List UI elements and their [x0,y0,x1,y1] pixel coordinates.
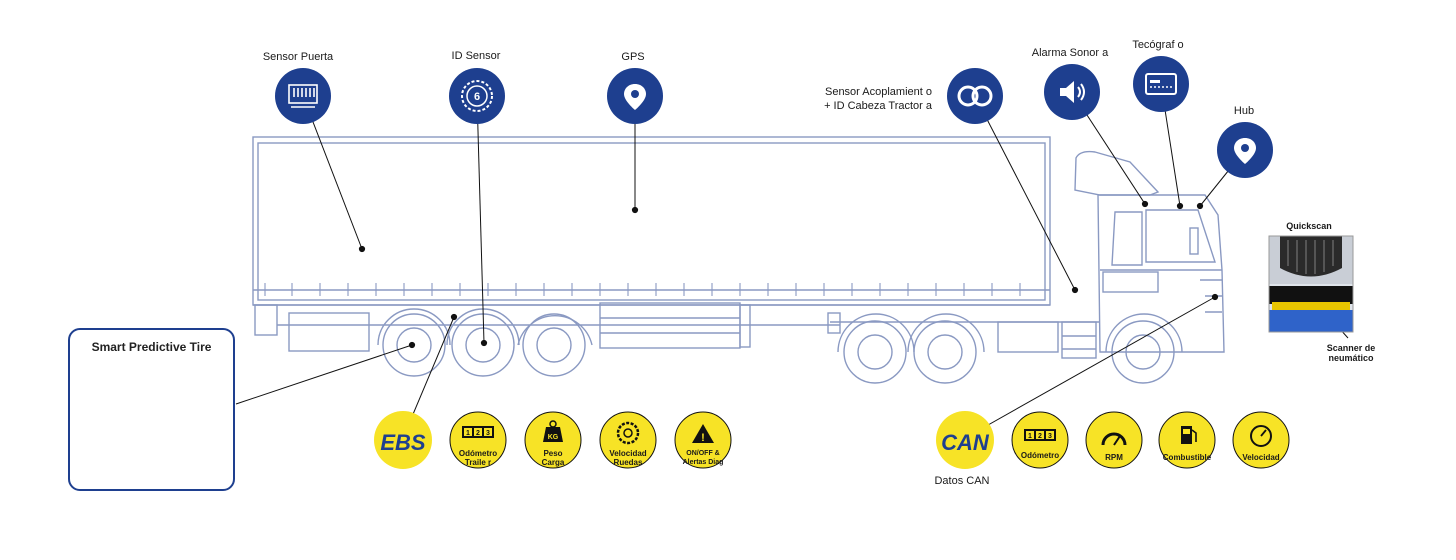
tachograph-icon [1133,56,1189,112]
ebs-wheel-speed-line1: Velocidad [609,449,647,458]
tire-scanner-photo-icon [1268,235,1354,333]
odometer-digit: 1 [466,430,470,437]
can-rpm-label: RPM [1105,453,1123,462]
ebs-badge: EBS [374,411,432,469]
door-sensor-icon [275,68,331,124]
alarma-label: Alarma Sonor a [1031,47,1109,59]
can-fuel-label: Combustible [1162,453,1212,462]
can-badge: CAN [936,411,994,469]
can-speed-label: Velocidad [1242,453,1280,462]
fuel-pump-icon [1158,411,1216,469]
acoplamiento-label-line2: + ID Cabeza Tractor a [824,100,932,112]
can-badge-text: CAN [941,430,990,455]
quickscan-caption: Scanner de neumático [1327,343,1376,363]
speedometer-icon [1232,411,1290,469]
ebs-alerts-line2: Alertas Diag [682,459,724,466]
smart-tire-title: Smart Predictive Tire [91,340,212,354]
warning-symbol: ! [701,432,705,444]
gps-label: GPS [621,51,645,63]
sensor-puerta-label: Sensor Puerta [262,51,334,63]
speaker-icon [1044,64,1100,120]
ebs-alerts-line1: ON/OFF & [686,450,720,457]
can-odometer-icon: 1 2 3 [1011,411,1069,469]
quickscan-caption-line2: neumático [1328,353,1374,363]
id-sensor-label: ID Sensor [451,50,501,62]
quickscan-title: Quickscan [1286,221,1332,231]
weight-unit: KG [548,434,559,441]
wheel-id-icon: 6 [449,68,505,124]
desgaste-label: Desgaste [98,461,134,470]
ebs-weight-label: Peso Carga [542,449,565,467]
ebs-odometer-line2: Traile r [464,458,492,467]
ebs-wheel-speed-label: Velocidad Ruedas [609,449,646,467]
ebs-weight-line2: Carga [541,458,565,467]
odometer-digit: 1 [1028,433,1032,440]
ebs-weight-line1: Peso [543,449,563,458]
tacografo-label: Tecógraf o [1132,39,1184,51]
hub-label: Hub [1233,105,1255,117]
odometer-digit: 3 [1048,433,1052,440]
coupling-rings-icon [947,68,1003,124]
leader-lines [235,83,1349,439]
rpm-gauge-icon [1085,411,1143,469]
smart-tire-panel: Smart Predictive Tire [68,328,235,491]
ebs-alerts-label: ON/OFF & Alertas Diag [683,449,724,467]
ebs-odometer-label: Odómetro Traile r [459,449,497,467]
gps-pin-icon [607,68,663,124]
acoplamiento-label-line1: Sensor Acoplamient o [824,86,932,98]
ebs-odometer-line1: Odómetro [458,449,498,458]
ebs-warning-icon: ! [674,411,732,469]
tractor-unit [827,150,1225,384]
ebs-weight-icon: KG [524,411,582,469]
ebs-wheel-speed-icon [599,411,657,469]
odometer-digit: 3 [486,430,490,437]
ebs-wheel-speed-line2: Ruedas [613,458,643,467]
trailer [252,136,1051,377]
acoplamiento-label: Sensor Acoplamient o + ID Cabeza Tractor… [790,85,932,113]
ebs-odometer-icon: 1 2 3 [449,411,507,469]
can-odometer-label: Odómetro [1020,451,1060,460]
hub-pin-icon [1217,122,1273,178]
datos-can-label: Datos CAN [934,475,990,487]
odometer-digit: 2 [1038,433,1042,440]
odometer-digit: 2 [476,430,480,437]
quickscan-caption-line1: Scanner de [1326,343,1376,353]
ebs-badge-text: EBS [380,430,426,455]
tpms-label: TPMS (X12) [165,461,211,470]
wheel-id-badge: 6 [474,91,480,103]
